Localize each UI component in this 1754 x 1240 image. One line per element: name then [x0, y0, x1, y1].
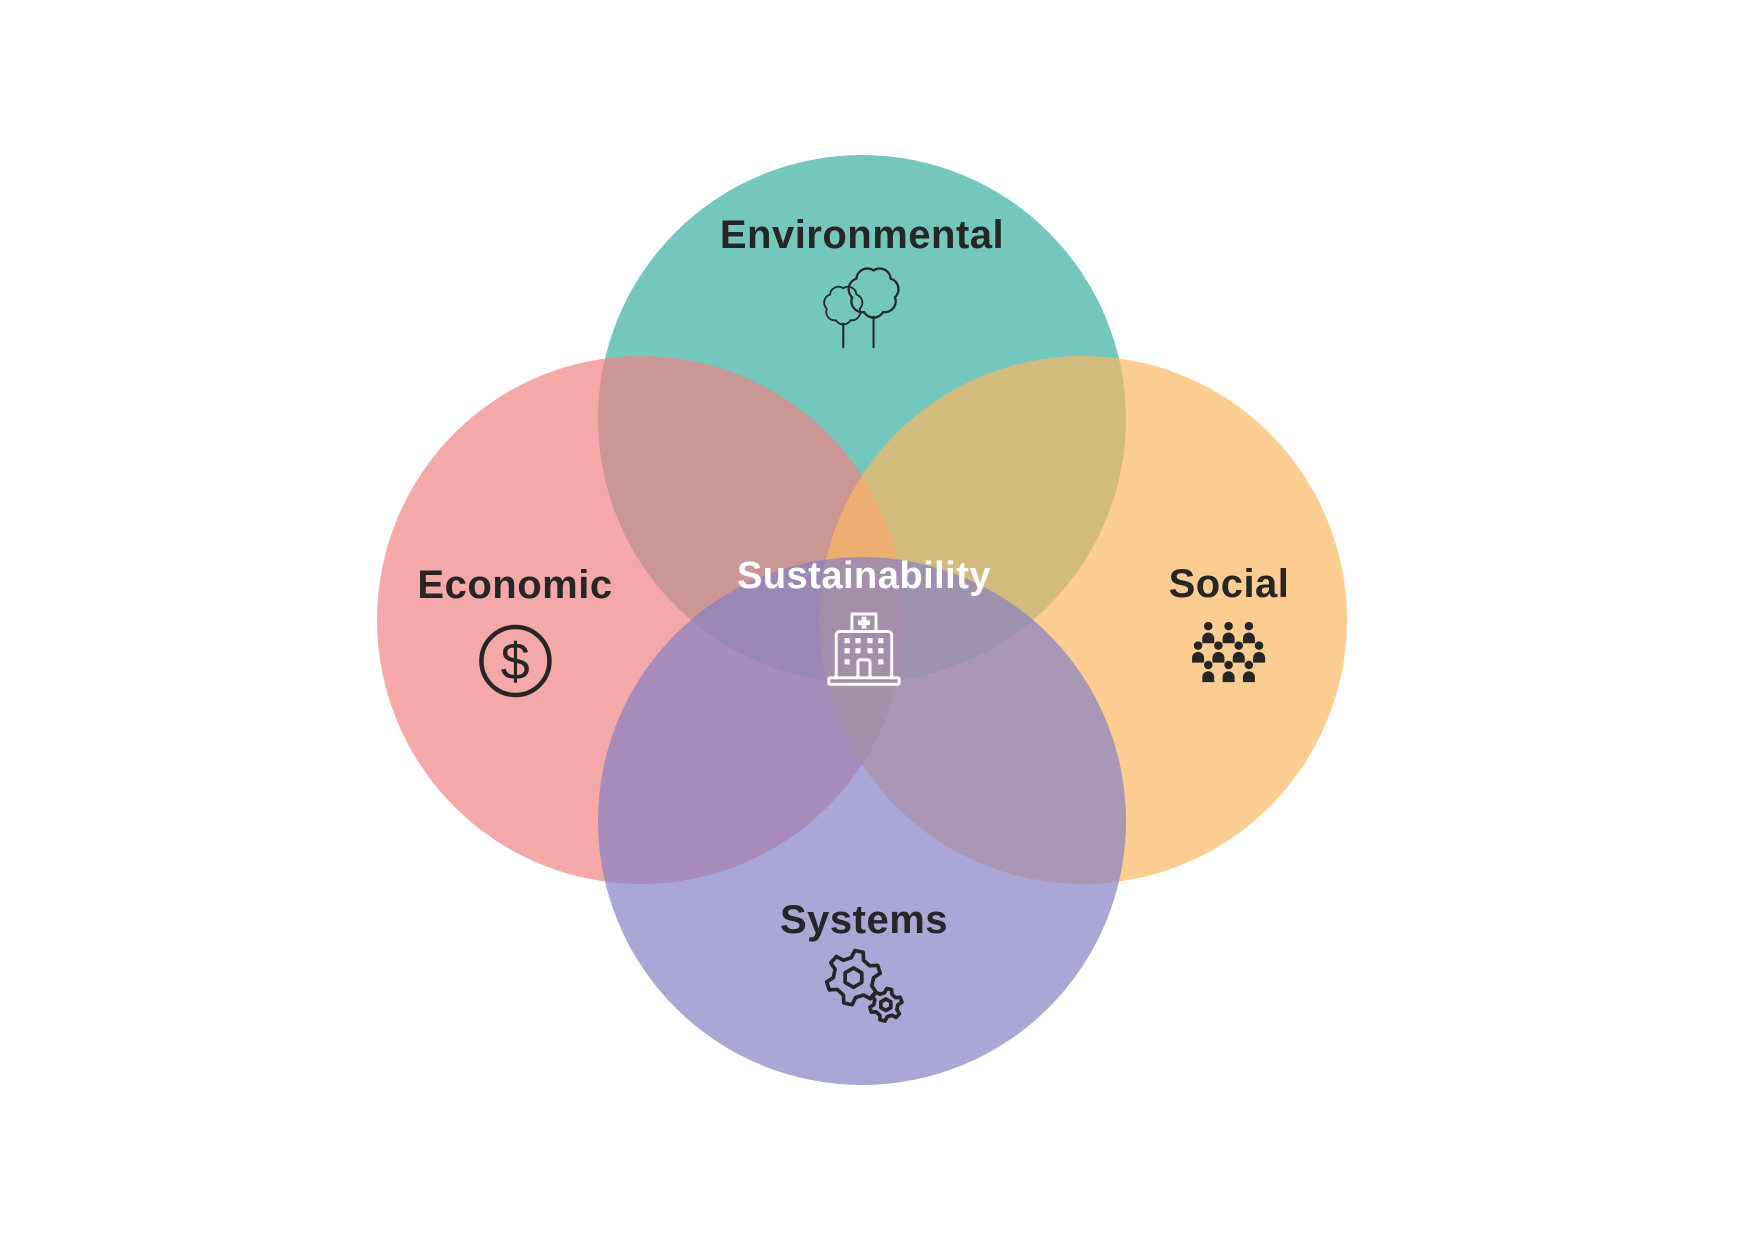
people-group-icon — [1192, 622, 1266, 683]
social-label-group: Social — [1169, 564, 1290, 683]
hospital-icon — [827, 612, 901, 686]
economic-label: Economic — [417, 563, 613, 607]
svg-text:$: $ — [500, 633, 529, 691]
economic-label-group: Economic $ — [417, 565, 612, 701]
environmental-label-group: Environmental — [720, 215, 1004, 351]
sustainability-label: Sustainability — [736, 555, 992, 597]
sustainability-label-group: Sustainability — [737, 557, 991, 688]
social-label: Social — [1168, 562, 1290, 606]
dollar-circle-icon: $ — [478, 624, 552, 698]
trees-icon — [823, 267, 900, 349]
systems-label-group: Systems — [780, 900, 948, 1025]
gears-icon — [824, 948, 904, 1023]
environmental-label: Environmental — [719, 213, 1005, 257]
systems-label: Systems — [779, 898, 949, 942]
